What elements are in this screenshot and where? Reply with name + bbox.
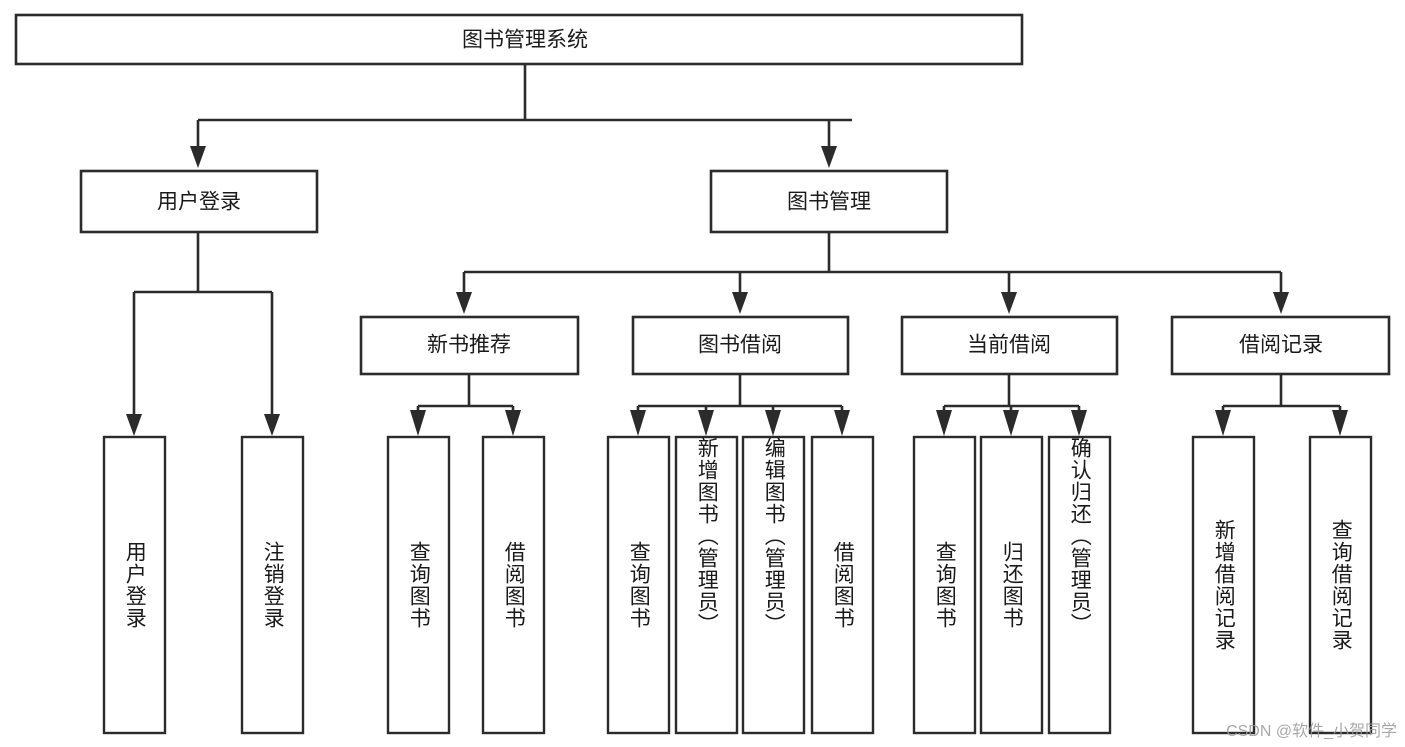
leaf-box-add-record[interactable] xyxy=(1191,435,1256,735)
arrow-new-book-recommend xyxy=(456,292,472,314)
arrow-borrow-record xyxy=(1273,292,1289,314)
arrow-leaf-confirm-return xyxy=(1071,410,1087,436)
leaf-box-query-book-1[interactable] xyxy=(386,435,451,735)
connector-book-management-to-level2 xyxy=(456,232,1289,314)
arrow-leaf-query-book-1 xyxy=(410,410,426,436)
arrow-leaf-logout xyxy=(264,414,280,436)
connector-borrow-record-to-leaves xyxy=(1215,374,1348,436)
node-new-book-recommend-label: 新书推荐 xyxy=(427,334,511,357)
node-current-borrow-box xyxy=(900,315,1119,376)
node-book-management-box xyxy=(709,169,949,234)
arrow-leaf-add-book xyxy=(698,410,714,436)
leaf-box-query-book-3[interactable] xyxy=(912,435,977,735)
leaf-boxes xyxy=(102,435,1373,735)
node-book-management-label: 图书管理 xyxy=(787,191,871,214)
arrow-leaf-query-book-3 xyxy=(936,410,952,436)
leaf-box-borrow-book-2[interactable] xyxy=(810,435,875,735)
arrow-leaf-edit-book xyxy=(765,410,781,436)
node-user-login-box xyxy=(79,169,319,234)
arrow-leaf-return-book xyxy=(1003,410,1019,436)
node-root[interactable]: 图书管理系统 xyxy=(14,13,1024,66)
node-borrow-record[interactable]: 借阅记录 xyxy=(1170,315,1391,376)
node-book-borrow[interactable]: 图书借阅 xyxy=(631,315,850,376)
leaf-box-add-book[interactable] xyxy=(674,435,739,735)
node-user-login-label: 用户登录 xyxy=(157,191,241,214)
node-current-borrow-label: 当前借阅 xyxy=(967,334,1051,357)
node-new-book-recommend-box xyxy=(359,315,580,376)
leaf-box-return-book[interactable] xyxy=(979,435,1044,735)
node-root-label: 图书管理系统 xyxy=(462,29,588,52)
leaf-box-query-record[interactable] xyxy=(1308,435,1373,735)
connector-book-borrow-to-leaves xyxy=(630,374,850,436)
node-book-borrow-label: 图书借阅 xyxy=(698,334,782,357)
connector-root-to-level1 xyxy=(190,64,852,168)
node-root-box xyxy=(14,13,1024,66)
leaf-box-logout-login[interactable] xyxy=(240,435,305,735)
node-current-borrow[interactable]: 当前借阅 xyxy=(900,315,1119,376)
node-book-borrow-box xyxy=(631,315,850,376)
arrow-leaf-query-book-2 xyxy=(630,410,646,436)
arrow-leaf-borrow-book-1 xyxy=(505,410,521,436)
arrow-leaf-add-record xyxy=(1215,410,1231,436)
leaf-box-user-login[interactable] xyxy=(102,435,167,735)
arrow-leaf-query-record xyxy=(1332,410,1348,436)
node-user-login[interactable]: 用户登录 xyxy=(79,169,319,234)
leaf-box-confirm-return[interactable] xyxy=(1047,435,1112,735)
leaf-box-query-book-2[interactable] xyxy=(606,435,671,735)
connector-current-borrow-to-leaves xyxy=(936,374,1087,436)
arrow-book-management xyxy=(821,146,837,168)
arrow-user-login xyxy=(190,146,206,168)
connector-user-login-to-leaves xyxy=(126,232,280,436)
connector-new-book-to-leaves xyxy=(410,374,521,436)
leaf-box-borrow-book-1[interactable] xyxy=(481,435,546,735)
arrow-current-borrow xyxy=(1001,292,1017,314)
leaf-box-edit-book[interactable] xyxy=(741,435,806,735)
arrow-book-borrow xyxy=(732,292,748,314)
node-borrow-record-box xyxy=(1170,315,1391,376)
arrow-leaf-user-login xyxy=(126,414,142,436)
node-borrow-record-label: 借阅记录 xyxy=(1239,334,1323,357)
arrow-leaf-borrow-book-2 xyxy=(834,410,850,436)
node-new-book-recommend[interactable]: 新书推荐 xyxy=(359,315,580,376)
node-book-management[interactable]: 图书管理 xyxy=(709,169,949,234)
